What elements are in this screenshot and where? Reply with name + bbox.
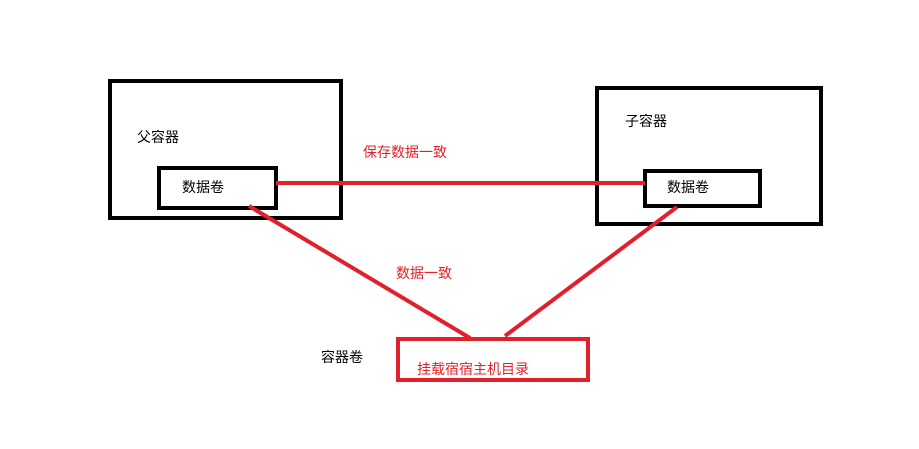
child-container-label: 子容器 [625, 113, 667, 130]
child-volume-label: 数据卷 [667, 180, 709, 196]
container-volume-label: 容器卷 [321, 349, 363, 366]
consistency-label: 数据一致 [396, 266, 452, 282]
host-dir-box [396, 337, 590, 382]
parent-volume-box [157, 166, 278, 210]
parent-to-host-line [247, 204, 472, 340]
host-dir-label: 挂载宿宿主机目录 [417, 361, 529, 378]
child-container-box [595, 86, 823, 226]
child-to-host-line [503, 205, 679, 338]
sync-label: 保存数据一致 [363, 145, 447, 161]
parent-container-label: 父容器 [137, 129, 179, 146]
parent-container-box [108, 79, 343, 220]
parent-volume-label: 数据卷 [182, 180, 224, 196]
child-volume-box [643, 169, 762, 208]
